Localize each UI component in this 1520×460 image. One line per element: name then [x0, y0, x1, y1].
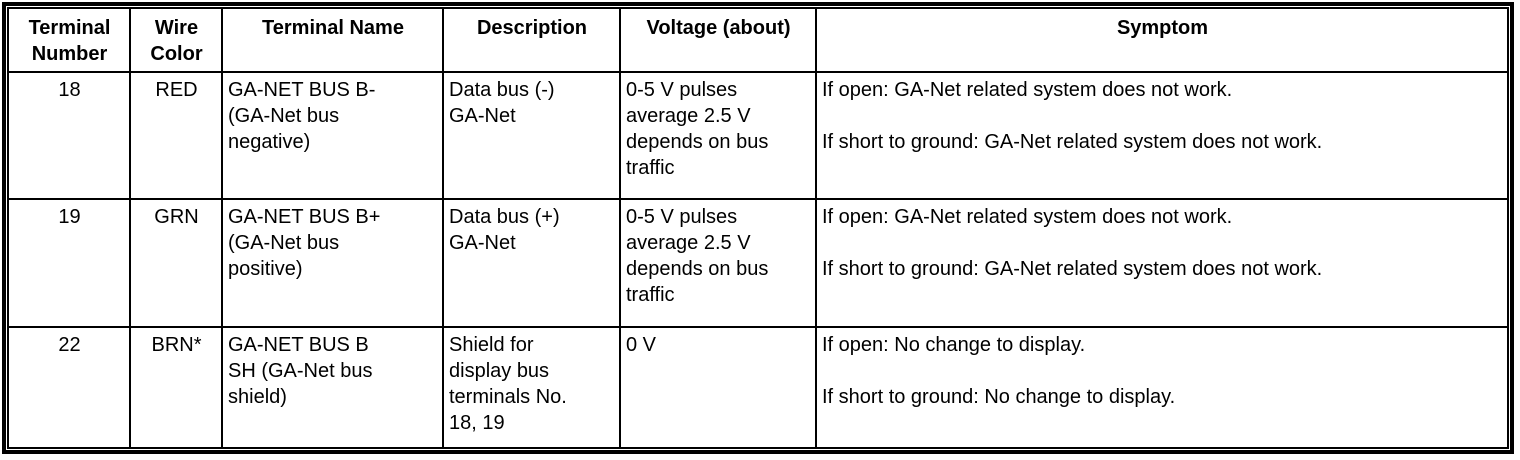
cell-description: Data bus (+) GA-Net: [442, 198, 621, 328]
col-header-description: Description: [442, 7, 621, 73]
cell-voltage: 0-5 V pulses average 2.5 V depends on bu…: [619, 71, 817, 200]
col-header-terminal-name: Terminal Name: [221, 7, 444, 73]
table-row-terminal-22: 22 BRN* GA-NET BUS B SH (GA-Net bus shie…: [7, 326, 1509, 449]
cell-voltage: 0-5 V pulses average 2.5 V depends on bu…: [619, 198, 817, 328]
header-row: Terminal Number Wire Color Terminal Name…: [7, 7, 1509, 73]
table-outer-frame: Terminal Number Wire Color Terminal Name…: [2, 2, 1514, 454]
col-header-terminal-number: Terminal Number: [7, 7, 131, 73]
cell-terminal-name: GA-NET BUS B- (GA-Net bus negative): [221, 71, 444, 200]
col-header-wire-color: Wire Color: [129, 7, 223, 73]
table-row-terminal-18: 18 RED GA-NET BUS B- (GA-Net bus negativ…: [7, 71, 1509, 200]
cell-description: Shield for display bus terminals No. 18,…: [442, 326, 621, 449]
cell-terminal-name: GA-NET BUS B SH (GA-Net bus shield): [221, 326, 444, 449]
cell-terminal-number: 19: [7, 198, 131, 328]
cell-terminal-number: 18: [7, 71, 131, 200]
terminal-pinout-table: Terminal Number Wire Color Terminal Name…: [7, 7, 1509, 449]
cell-voltage: 0 V: [619, 326, 817, 449]
col-header-symptom: Symptom: [815, 7, 1509, 73]
col-header-voltage: Voltage (about): [619, 7, 817, 73]
cell-wire-color: BRN*: [129, 326, 223, 449]
cell-terminal-name: GA-NET BUS B+ (GA-Net bus positive): [221, 198, 444, 328]
cell-symptom: If open: GA-Net related system does not …: [815, 198, 1509, 328]
cell-terminal-number: 22: [7, 326, 131, 449]
cell-description: Data bus (-) GA-Net: [442, 71, 621, 200]
cell-symptom: If open: No change to display. If short …: [815, 326, 1509, 449]
cell-wire-color: GRN: [129, 198, 223, 328]
cell-symptom: If open: GA-Net related system does not …: [815, 71, 1509, 200]
cell-wire-color: RED: [129, 71, 223, 200]
table-row-terminal-19: 19 GRN GA-NET BUS B+ (GA-Net bus positiv…: [7, 198, 1509, 328]
